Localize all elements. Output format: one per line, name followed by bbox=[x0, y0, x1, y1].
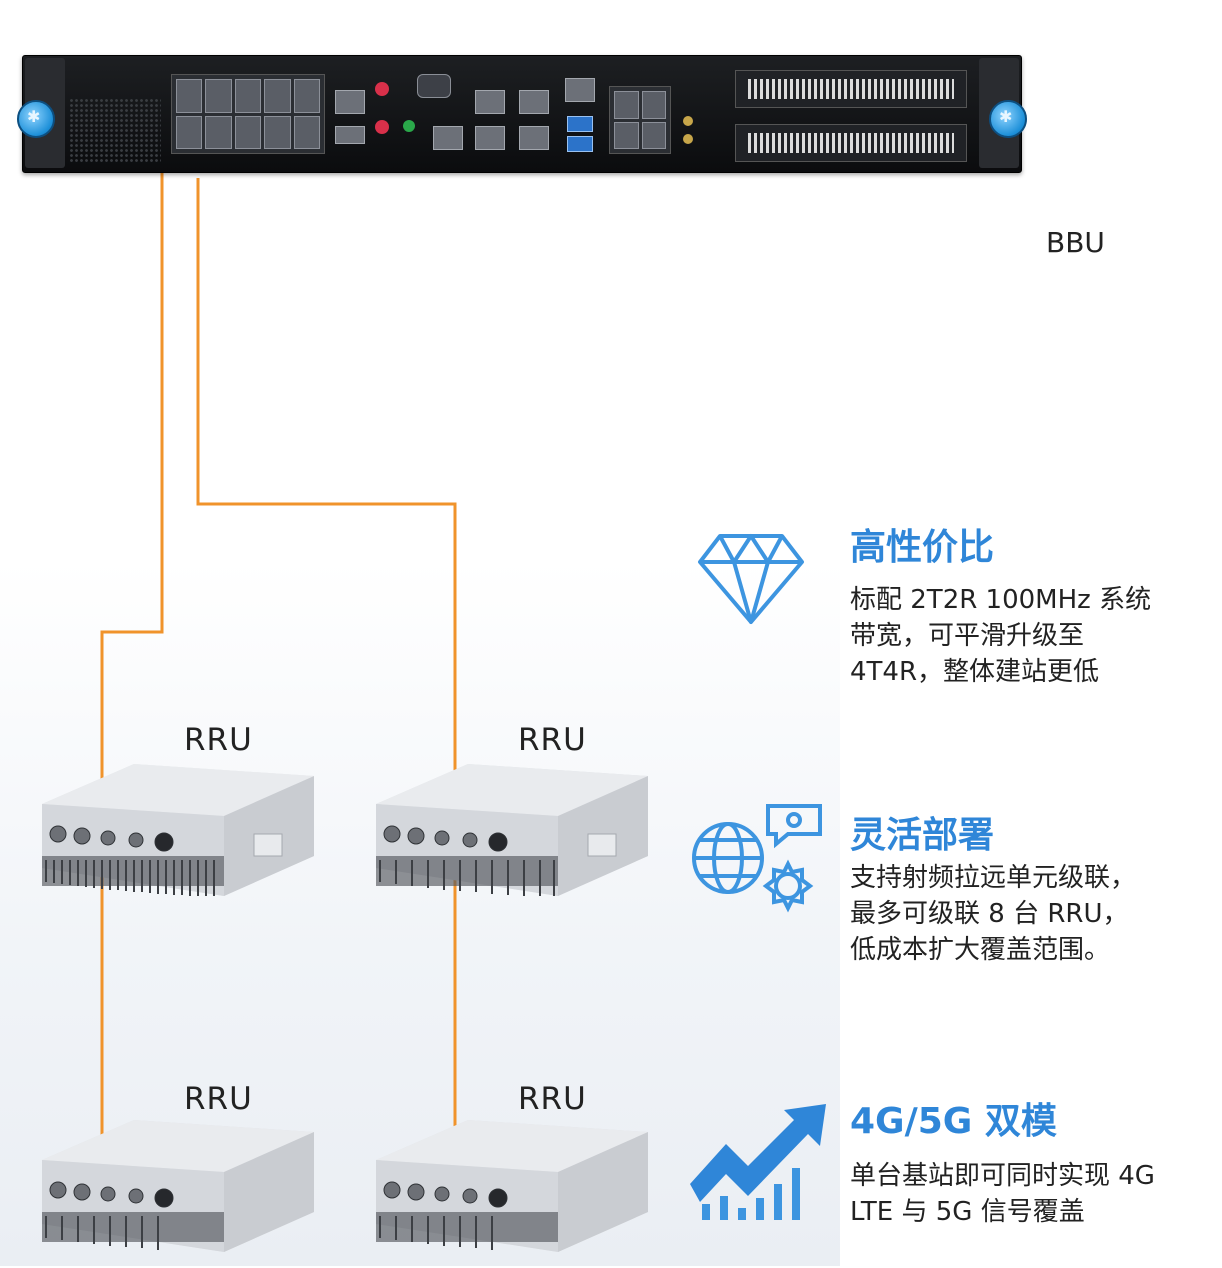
sfp-port bbox=[176, 79, 203, 113]
vga-port bbox=[417, 74, 451, 98]
usb-port bbox=[567, 136, 593, 152]
rru-label: RRU bbox=[184, 722, 253, 758]
sfp-port bbox=[205, 79, 232, 113]
rru-label: RRU bbox=[518, 1081, 587, 1117]
sfp-port bbox=[176, 115, 203, 149]
ipmi-port bbox=[565, 78, 595, 102]
thumbscrew-left-icon bbox=[17, 100, 55, 138]
rru-unit bbox=[358, 756, 648, 908]
status-indicator-icon bbox=[683, 134, 693, 144]
sfp-port bbox=[234, 79, 262, 113]
air-vent bbox=[69, 98, 161, 162]
fiber-cable-right bbox=[196, 178, 457, 1150]
bbu-label: BBU bbox=[1046, 226, 1105, 259]
feature-desc-deploy: 支持射频拉远单元级联， 最多可级联 8 台 RRU， 低成本扩大覆盖范围。 bbox=[850, 863, 1137, 965]
globe-gear-icon bbox=[692, 804, 822, 913]
gps-antenna-connector-icon bbox=[375, 120, 389, 134]
feature-title-dualmode: 4G/5G 双模 bbox=[850, 1101, 1057, 1142]
sfp-port bbox=[293, 79, 320, 113]
clock-in-port bbox=[475, 90, 505, 114]
usb-port bbox=[567, 116, 593, 132]
pcie-slot-1 bbox=[735, 70, 967, 108]
sfp-port bbox=[641, 121, 666, 149]
sfp-port bbox=[234, 115, 262, 149]
sfp-port bbox=[293, 115, 320, 149]
rru-unit bbox=[358, 1112, 648, 1264]
diamond-icon bbox=[698, 534, 804, 624]
sfp-port-block-fh bbox=[609, 86, 671, 154]
clock-out-port bbox=[475, 126, 505, 150]
feature-desc-cost: 标配 2T2R 100MHz 系统 带宽，可平滑升级至 4T4R，整体建站更低 bbox=[850, 585, 1152, 687]
feature-title-deploy: 灵活部署 bbox=[850, 815, 995, 856]
sfp-port bbox=[264, 115, 291, 149]
rru-label: RRU bbox=[518, 722, 587, 758]
sfp-port-block-eu bbox=[171, 74, 325, 154]
omt-port bbox=[335, 90, 365, 114]
pcie-slot-2 bbox=[735, 124, 967, 162]
bbu-chassis bbox=[17, 55, 1027, 173]
feature-title-cost: 高性价比 bbox=[850, 527, 995, 568]
sfp-port bbox=[641, 91, 666, 119]
sfp-port bbox=[614, 121, 639, 149]
growth-chart-icon bbox=[690, 1104, 826, 1220]
usb-port-service bbox=[335, 126, 365, 144]
console-port bbox=[433, 126, 463, 150]
tod-connector-icon bbox=[375, 82, 389, 96]
uid-indicator-icon bbox=[683, 116, 693, 126]
ethernet-port-0 bbox=[519, 126, 549, 150]
sfp-port bbox=[205, 115, 232, 149]
rru-label: RRU bbox=[184, 1081, 253, 1117]
rru-unit bbox=[24, 756, 314, 908]
sfp-port bbox=[264, 79, 291, 113]
ground-terminal-icon bbox=[403, 120, 415, 132]
ethernet-port-1 bbox=[519, 90, 549, 114]
fiber-cable-left bbox=[100, 172, 164, 1150]
feature-desc-dualmode: 单台基站即可同时实现 4G LTE 与 5G 信号覆盖 bbox=[850, 1161, 1155, 1227]
thumbscrew-right-icon bbox=[989, 100, 1027, 138]
sfp-port bbox=[614, 91, 639, 119]
rru-unit bbox=[24, 1112, 314, 1264]
